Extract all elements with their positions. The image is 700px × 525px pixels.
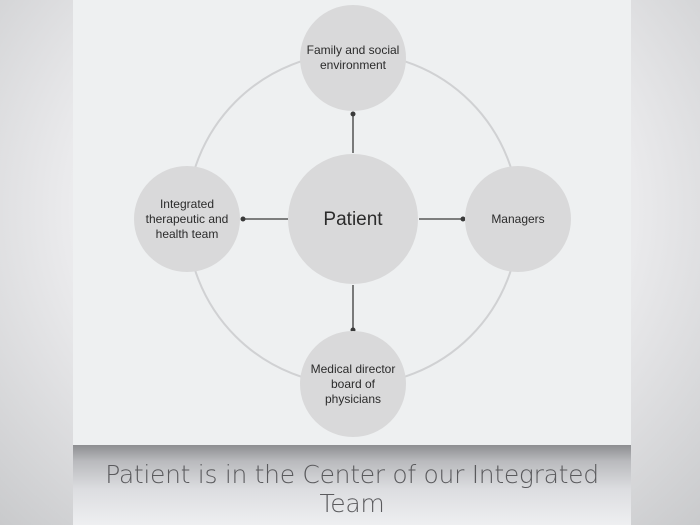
node-top-label-line-1: Family and social [306, 43, 400, 57]
center-circle [288, 154, 418, 284]
node-left-label: Integrated therapeutic and health team [134, 194, 240, 244]
node-left-label-line-1: Integrated [159, 196, 215, 211]
node-top-label: Family and social environment [298, 38, 408, 78]
node-bottom-label-line-2: board of [330, 376, 376, 391]
node-right-label-line-1: Managers [491, 211, 545, 226]
connector-left-dot [240, 216, 246, 222]
integrated-team-diagram [134, 5, 571, 437]
node-top-circle [300, 5, 406, 111]
node-bottom-circle [300, 331, 406, 437]
connector-top-dot [350, 111, 356, 117]
node-left-label-line-3: health team [155, 226, 219, 241]
node-left-label-line-2: therapeutic and [145, 211, 229, 226]
connector-right-dot [460, 216, 466, 222]
node-left-circle [134, 166, 240, 272]
slide-caption: Patient is in the Center of our Integrat… [105, 460, 599, 518]
node-top-label-line-2: environment [319, 58, 387, 72]
node-bottom-label: Medical director board of physicians [300, 359, 406, 409]
node-right-circle [465, 166, 571, 272]
center-label: Patient [323, 208, 383, 230]
node-right-label: Managers [466, 204, 570, 234]
node-bottom-label-line-3: physicians [324, 391, 382, 406]
node-bottom-label-line-1: Medical director [310, 361, 396, 376]
caption-band [73, 445, 631, 525]
